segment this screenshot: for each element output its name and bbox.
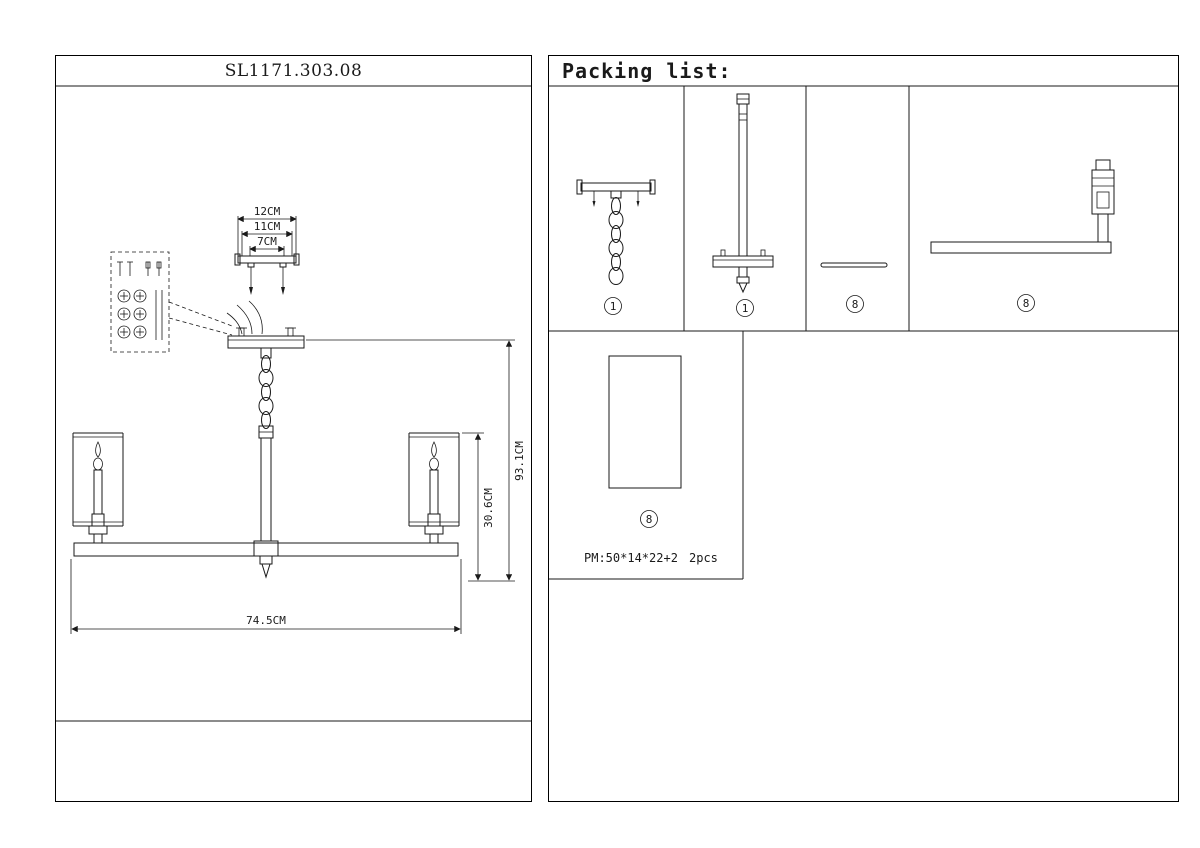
dim-12cm: 12CM [254, 205, 281, 218]
dim-7cm: 7CM [257, 235, 277, 248]
part1-number: 1 [610, 300, 617, 313]
packing-grid [549, 85, 1178, 580]
canopy-drawing [227, 327, 305, 359]
part-qty-badge: 8 [846, 295, 864, 313]
total-height-dimension: 93.1CM [306, 339, 526, 582]
arm-drawing [73, 540, 459, 579]
chain-drawing [258, 355, 274, 429]
part-glass-shade: 8 PM:50*14*22+2 2pcs [584, 355, 718, 565]
part-qty-badge: 8 [640, 510, 658, 528]
left-candle-drawing [72, 432, 124, 544]
part-rod-with-canopy: 1 [712, 93, 774, 317]
dim-11cm: 11CM [254, 220, 281, 233]
total-width-dimension: 74.5CM [70, 559, 462, 634]
dim-93-1cm: 93.1CM [513, 441, 526, 481]
part-qty-badge: 1 [736, 299, 754, 317]
packing-list-panel: Packing list: [548, 55, 1179, 802]
packing-qty: 2pcs [689, 551, 718, 565]
product-drawing-panel: SL1171.303.08 12CM 11CM [55, 55, 532, 802]
part3-number: 8 [852, 298, 859, 311]
part-qty-badge: 1 [604, 297, 622, 315]
packing-list-title: Packing list: [562, 59, 732, 83]
dim-30-6cm: 30.6CM [482, 488, 495, 528]
part-qty-badge: 8 [1017, 294, 1035, 312]
dim-74-5cm: 74.5CM [246, 614, 286, 627]
part5-number: 8 [646, 513, 653, 526]
part-ceiling-bracket-with-chain: 1 [576, 179, 656, 315]
right-candle-drawing [408, 432, 460, 544]
packing-spec: PM:50*14*22+2 [584, 551, 678, 565]
part-connector-pin: 8 [820, 262, 888, 313]
ceiling-bracket-drawing [234, 253, 300, 295]
rod-drawing [258, 425, 274, 542]
mount-dimensions: 12CM 11CM 7CM [237, 205, 297, 256]
part4-number: 8 [1023, 297, 1030, 310]
wires-drawing [226, 300, 263, 335]
part-arm-with-socket: 8 [930, 159, 1115, 312]
chandelier-technical-drawing: 12CM 11CM 7CM [56, 85, 531, 722]
model-number: SL1171.303.08 [224, 61, 363, 81]
hardware-kit-box [110, 251, 233, 353]
part2-number: 1 [742, 302, 749, 315]
packing-list-drawing: 1 1 [549, 85, 1178, 580]
lamp-height-dimension: 30.6CM [462, 432, 495, 581]
